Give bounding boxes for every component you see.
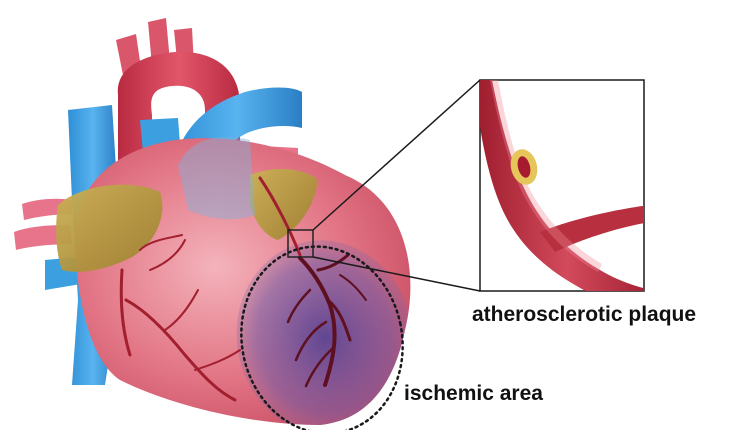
- ischemic-area-label: ischemic area: [404, 382, 543, 406]
- atherosclerotic-plaque-label: atherosclerotic plaque: [472, 303, 696, 327]
- pulmonary-trunk-overlay: [178, 137, 255, 219]
- magnified-vessel-inset: [474, 80, 660, 318]
